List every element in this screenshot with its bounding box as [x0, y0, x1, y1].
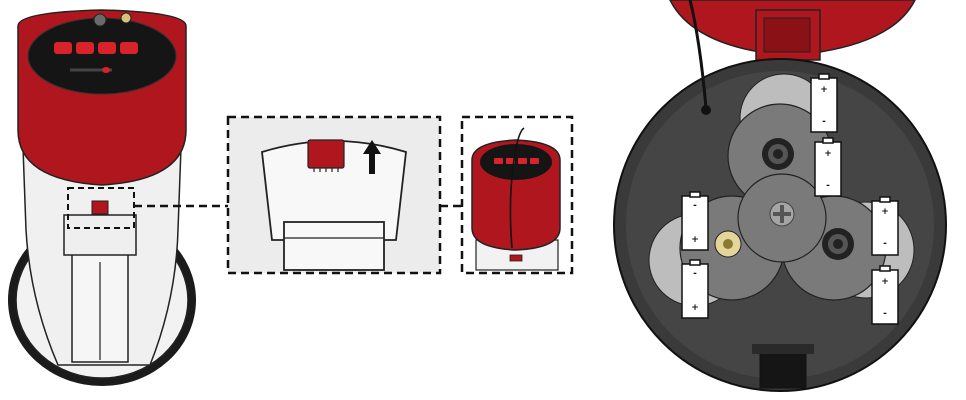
battery-plus-sign: +: [691, 235, 699, 245]
screw-icon: [769, 201, 795, 227]
control-panel: [27, 17, 177, 95]
closeup-panel: [226, 115, 442, 275]
battery-icon: [681, 73, 899, 325]
battery-plus-sign: +: [824, 149, 832, 159]
battery-plus-sign: +: [881, 207, 889, 217]
lid-wire: [688, 0, 708, 109]
latch-button: [91, 200, 109, 215]
battery-minus-sign: -: [883, 239, 887, 249]
jack-icon: [120, 12, 132, 24]
lanyard-cord: [509, 127, 525, 249]
battery-compartment: [613, 0, 947, 392]
battery-minus-sign: -: [822, 117, 826, 127]
highlight-box: [67, 187, 135, 229]
battery-minus-sign: -: [883, 309, 887, 319]
opening-panel: [460, 115, 574, 275]
battery-plus-sign: +: [820, 85, 828, 95]
arrow-up-icon: [363, 140, 381, 174]
megaphone-icon: [8, 9, 196, 386]
battery-plus-sign: +: [691, 303, 699, 313]
battery-plus-sign: +: [881, 277, 889, 287]
control-buttons: [54, 42, 138, 54]
battery-minus-sign: -: [826, 181, 830, 191]
battery-minus-sign: -: [693, 201, 697, 211]
battery-minus-sign: -: [693, 269, 697, 279]
latch-closeup: [307, 139, 345, 169]
